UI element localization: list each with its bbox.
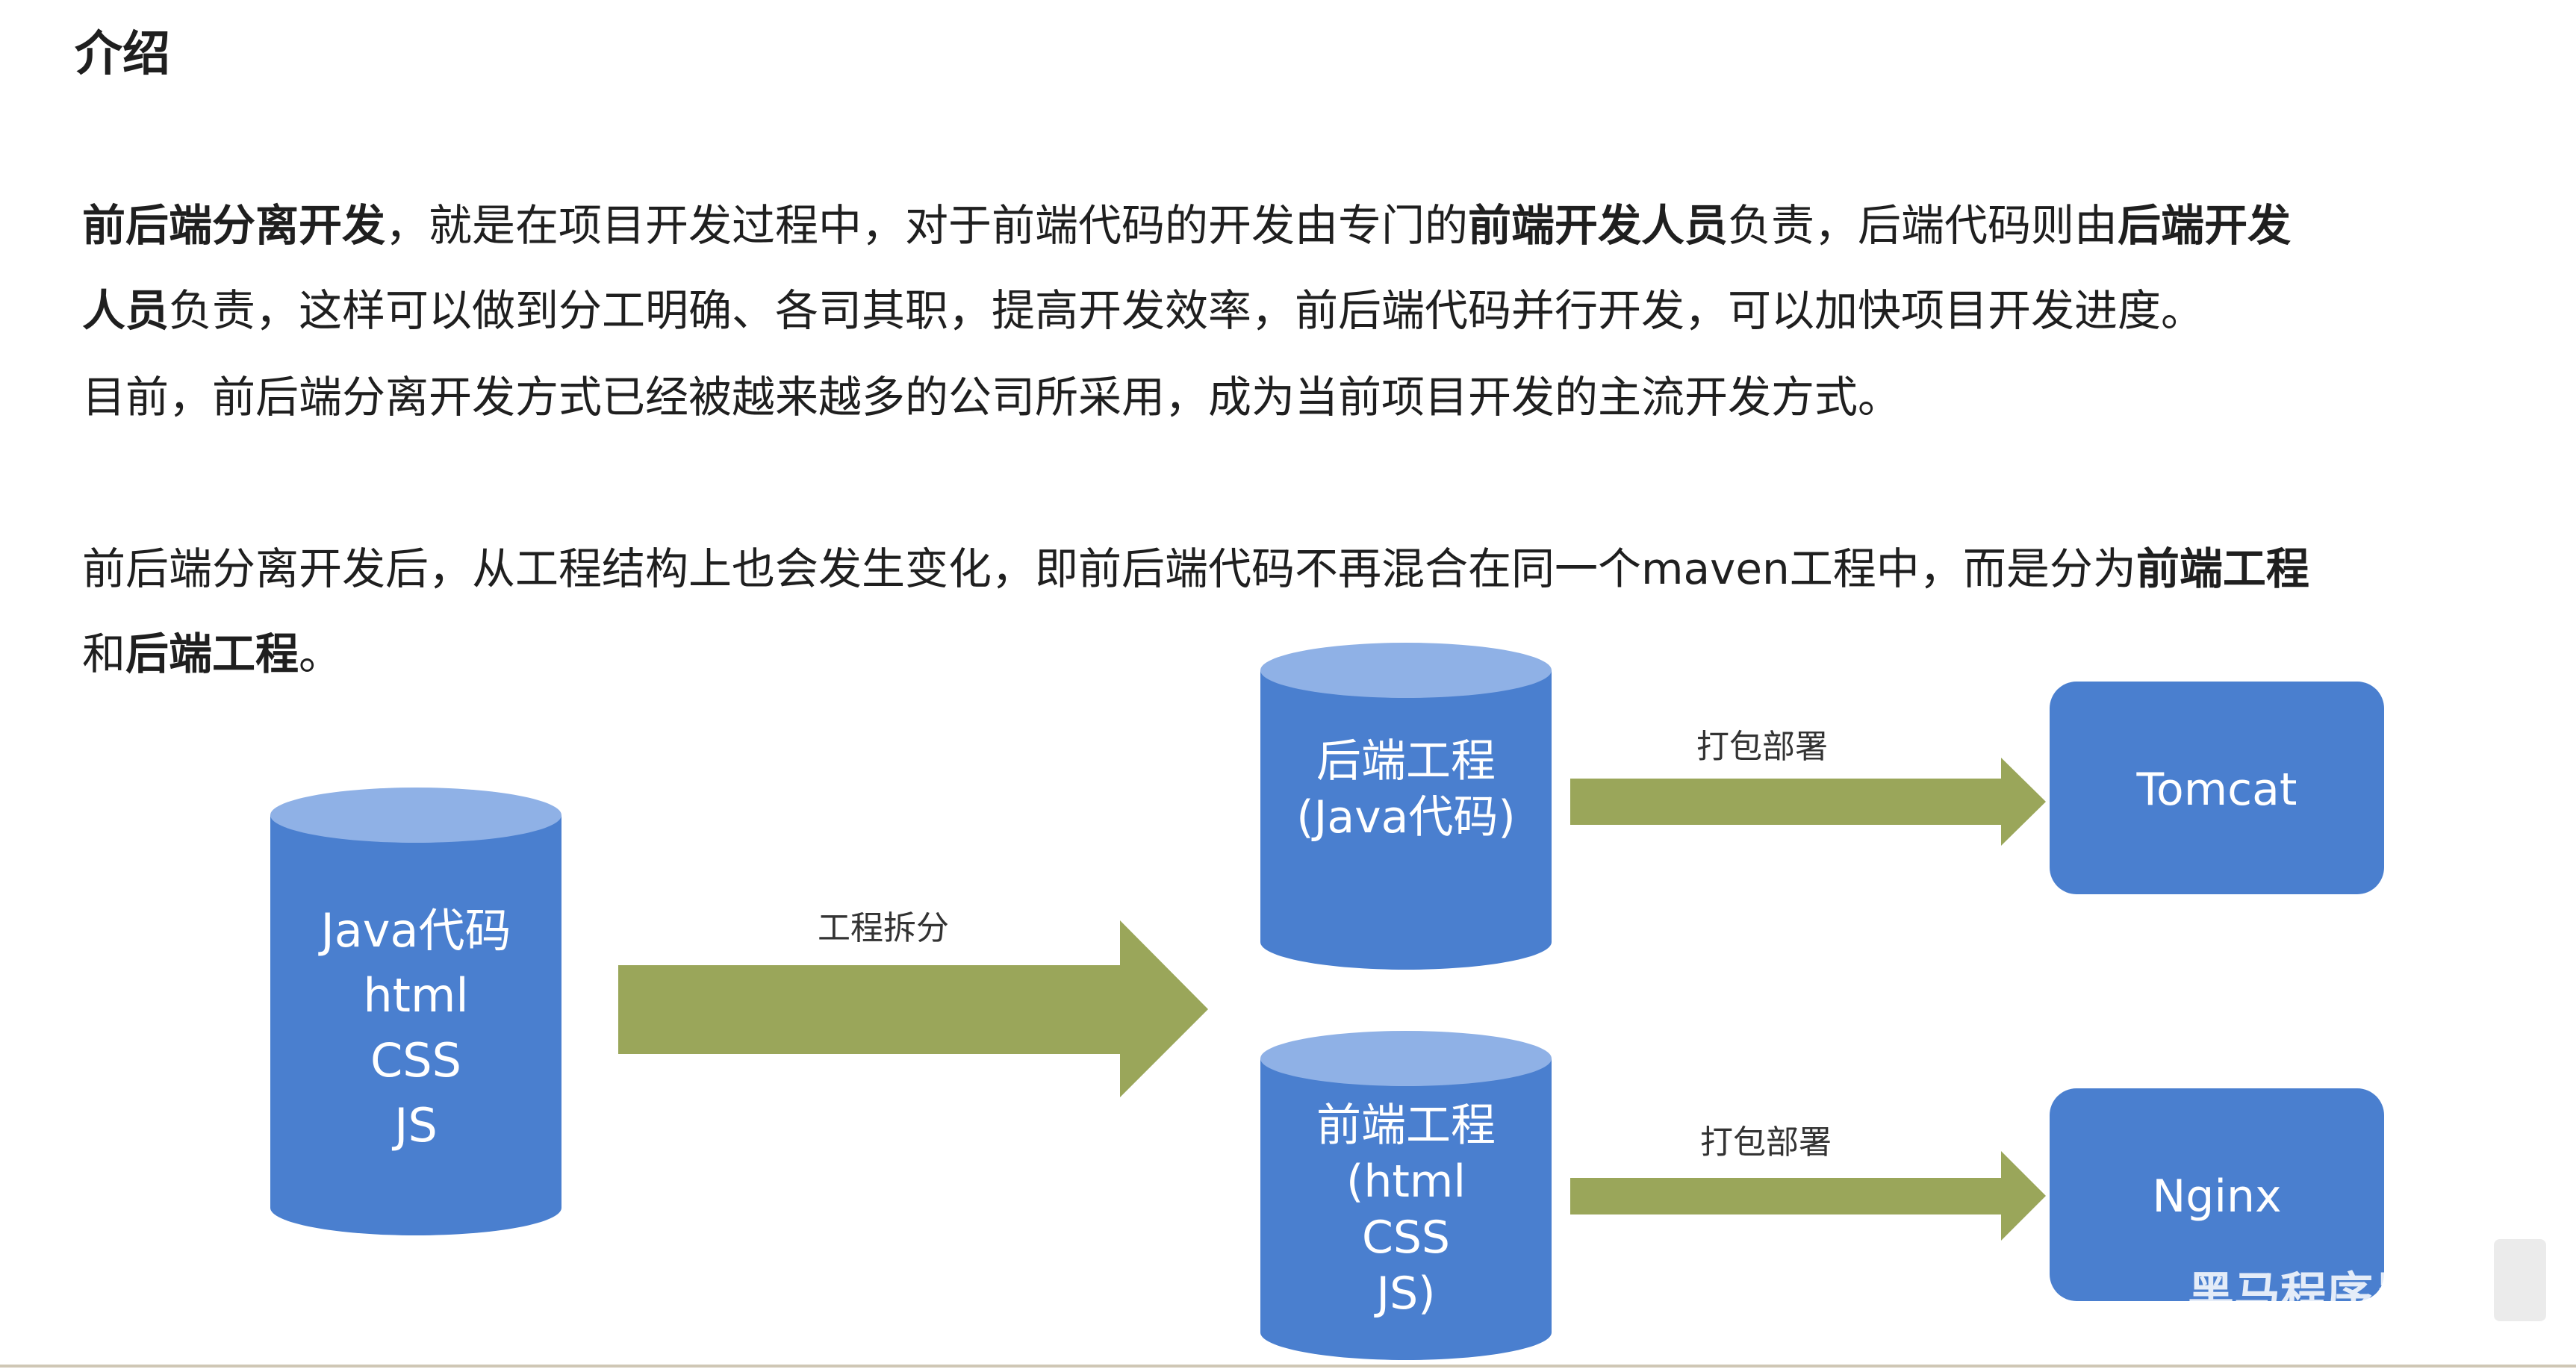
nginx-label: Nginx (2152, 1170, 2281, 1223)
watermark-logo-icon (2494, 1239, 2546, 1321)
term-frontend-project: 前端工程 (2135, 543, 2309, 594)
split-label: 工程拆分 (818, 909, 949, 947)
frontend-line-1: 前端工程 (1316, 1100, 1496, 1152)
tomcat-label: Tomcat (2136, 764, 2297, 816)
term-backend-project: 后端工程 (125, 629, 299, 679)
frontend-project-cylinder: 前端工程 (html CSS JS) (1260, 1031, 1552, 1360)
frontend-line-4: JS) (1373, 1267, 1435, 1320)
frontend-line-3: CSS (1362, 1212, 1450, 1264)
backend-line-2: (Java代码) (1296, 791, 1516, 844)
source-line-1: Java代码 (318, 903, 511, 958)
source-line-2: html (363, 968, 468, 1023)
watermark: 黑马程序员 (2188, 1239, 2546, 1321)
backend-line-1: 后端工程 (1316, 735, 1496, 788)
split-arrow: 工程拆分 (618, 909, 1208, 1097)
structure-paragraph: 前后端分离开发后，从工程结构上也会发生变化，即前后端代码不再混合在同一个mave… (82, 543, 2309, 679)
nginx-server-box: Nginx (2050, 1088, 2384, 1301)
intro-paragraph: 前后端分离开发，就是在项目开发过程中，对于前端代码的开发由专门的前端开发人员负责… (82, 200, 2292, 336)
tomcat-server-box: Tomcat (2050, 682, 2384, 894)
term-separation: 前后端分离开发 (82, 200, 386, 251)
status-paragraph: 目前，前后端分离开发方式已经被越来越多的公司所采用，成为当前项目开发的主流开发方… (82, 372, 1902, 422)
backend-project-cylinder: 后端工程 (Java代码) (1260, 643, 1552, 970)
source-code-cylinder: Java代码 html CSS JS (270, 788, 561, 1235)
deploy-label-backend: 打包部署 (1696, 728, 1828, 766)
page-title: 介绍 (75, 27, 170, 82)
watermark-text: 黑马程序员 (2188, 1267, 2419, 1321)
term-backend-dev-cont: 人员 (82, 285, 169, 336)
term-frontend-dev: 前端开发人员 (1468, 200, 1729, 251)
deploy-arrow-frontend: 打包部署 (1570, 1123, 2046, 1241)
deploy-arrow-backend: 打包部署 (1570, 728, 2046, 846)
deploy-label-frontend: 打包部署 (1700, 1123, 1832, 1161)
source-line-3: CSS (370, 1033, 461, 1088)
source-line-4: JS (391, 1098, 438, 1153)
term-backend-dev: 后端开发 (2118, 200, 2292, 251)
frontend-line-2: (html (1346, 1156, 1466, 1208)
bottom-divider (0, 1365, 2576, 1368)
